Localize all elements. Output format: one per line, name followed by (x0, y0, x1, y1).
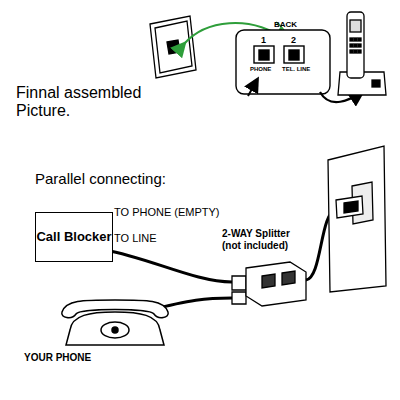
panel-label: BACK (274, 20, 297, 29)
port-label: TO PHONE (EMPTY) (114, 206, 220, 219)
jack-number: 1 (261, 35, 266, 45)
call-blocker-device (236, 30, 330, 94)
port-label: TO LINE (114, 232, 157, 245)
line-cable (105, 250, 232, 282)
wall-plate (328, 146, 386, 292)
wall-plate (150, 16, 196, 78)
jack-label: TEL. LINE (282, 66, 310, 73)
jack-number: 2 (291, 35, 296, 45)
cordless-phone (338, 12, 386, 95)
desk-phone (62, 300, 168, 345)
box-text: Call Blocker (36, 229, 111, 245)
black-arrow (248, 80, 257, 96)
device-box: Call Blocker (35, 212, 113, 262)
splitter (232, 262, 306, 306)
node-content: Call Blocker (36, 229, 111, 245)
part-label: YOUR PHONE (24, 352, 91, 364)
caption-text: Finnal assembled Picture. (16, 84, 166, 121)
section-heading: Parallel connecting: (35, 170, 166, 187)
part-label: 2-WAY Splitter (not included) (222, 228, 310, 251)
jack-label: PHONE (250, 66, 271, 73)
